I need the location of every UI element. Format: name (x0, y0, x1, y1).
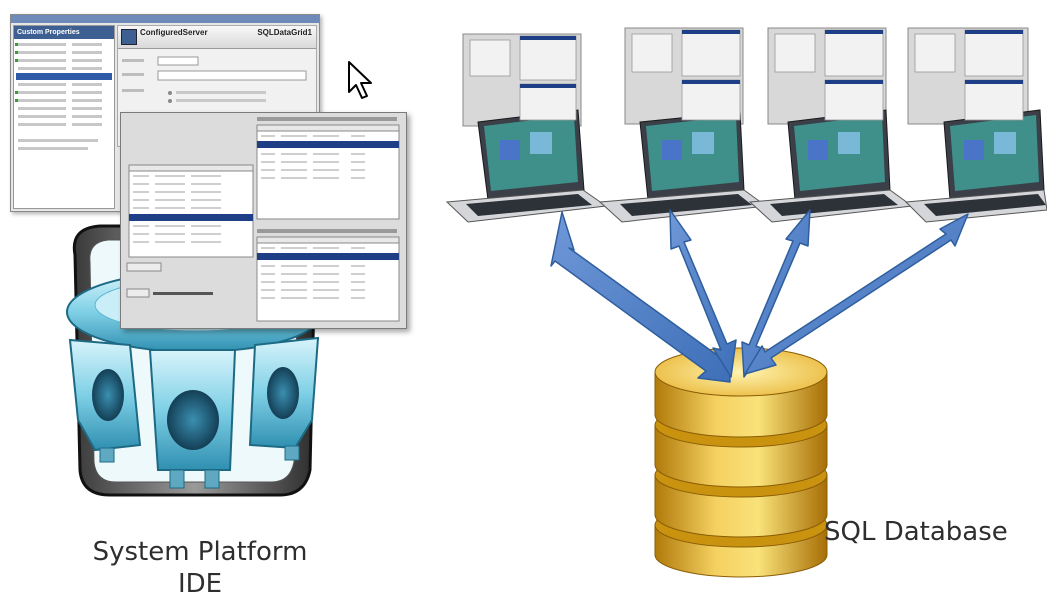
mouse-cursor-icon (348, 61, 372, 99)
sql-grid-content (126, 117, 400, 322)
object-icon (121, 29, 137, 45)
object-subtitle: SQLDataGrid1 (257, 28, 312, 37)
system-platform-ide-label: System Platform IDE (40, 536, 360, 600)
property-list (15, 43, 112, 150)
custom-properties-title: Custom Properties (14, 26, 114, 39)
sql-grid-dialog (120, 112, 407, 329)
arrow-laptop-1 (550, 211, 731, 383)
ide-label-line-1: System Platform (92, 537, 308, 567)
arrow-laptop-4 (744, 213, 969, 375)
object-title: ConfiguredServer (140, 28, 208, 37)
sql-database-label: SQL Database (824, 517, 1008, 547)
ide-titlebar (11, 15, 319, 23)
network-diagram (445, 27, 1047, 578)
arrow-laptop-2 (669, 209, 737, 378)
ide-label-line-2: IDE (177, 569, 223, 599)
sql-database-icon (654, 347, 828, 578)
custom-properties-panel: Custom Properties (13, 25, 115, 209)
arrow-laptop-3 (741, 209, 811, 378)
